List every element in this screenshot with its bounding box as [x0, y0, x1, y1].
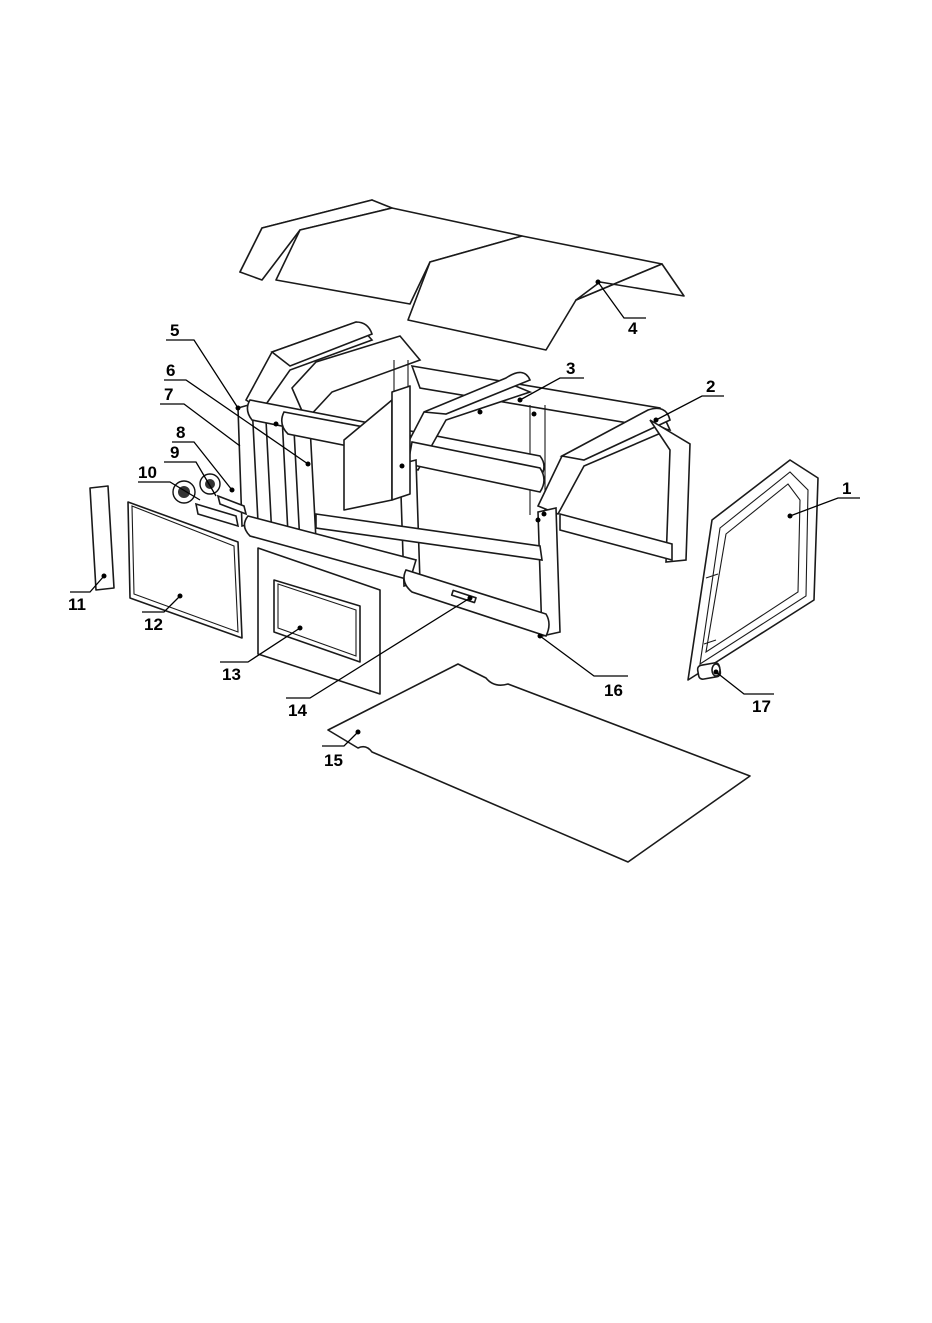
callout-3: 3: [566, 359, 575, 378]
callout-6: 6: [166, 361, 175, 380]
callout-2: 2: [706, 377, 715, 396]
back-inner-window: [344, 386, 410, 510]
callout-5: 5: [170, 321, 179, 340]
callout-12: 12: [144, 615, 163, 634]
blower-fans: [173, 474, 246, 526]
callout-8: 8: [176, 423, 185, 442]
callout-4: 4: [628, 319, 638, 338]
end-door-panel: [688, 460, 818, 680]
callout-13: 13: [222, 665, 241, 684]
callout-11: 11: [68, 595, 86, 614]
floor-mat: [328, 664, 750, 862]
callout-15: 15: [324, 751, 343, 770]
callout-1: 1: [842, 479, 851, 498]
callout-14: 14: [288, 701, 307, 720]
callout-7: 7: [164, 385, 173, 404]
callout-9: 9: [170, 443, 179, 462]
roof-cover: [240, 200, 684, 350]
callout-17: 17: [752, 697, 771, 716]
callout-16: 16: [604, 681, 623, 700]
side-window-framed: [258, 548, 380, 694]
callout-10: 10: [138, 463, 157, 482]
side-strip-panel: [90, 486, 114, 590]
